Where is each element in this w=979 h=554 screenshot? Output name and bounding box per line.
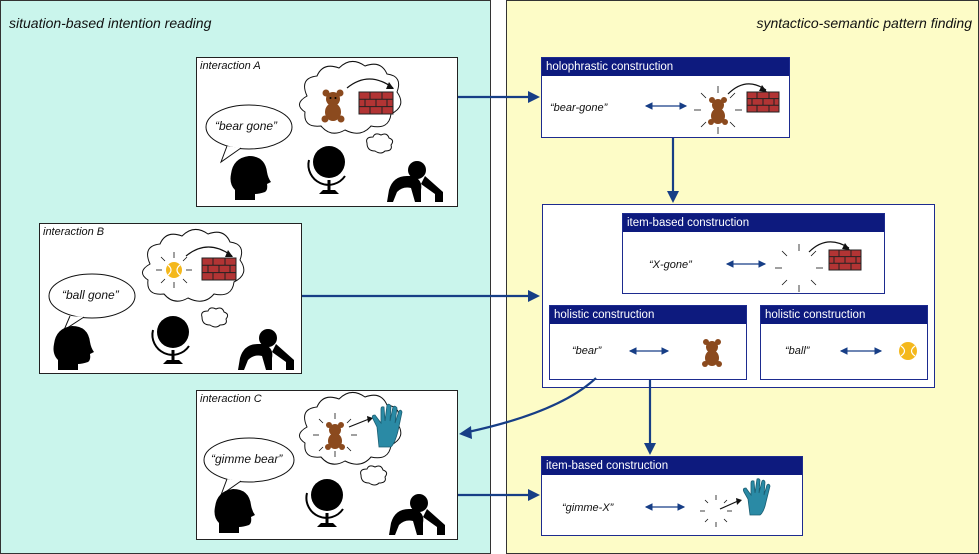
teddy-bear-icon	[708, 97, 728, 125]
teddy-bear-icon	[702, 339, 722, 367]
holistic-ball-box: holistic construction “ball”	[760, 305, 928, 380]
item-based-gone-title: item-based construction	[623, 214, 884, 232]
speech-bubble	[203, 437, 295, 497]
interaction-b-box: interaction B	[39, 223, 302, 374]
adult-head-icon	[53, 326, 94, 370]
radiance-lines	[313, 413, 357, 457]
double-arrow-icon	[628, 347, 670, 355]
radiance-lines	[775, 244, 823, 292]
crawling-baby-icon	[389, 494, 445, 535]
teddy-bear-icon	[321, 89, 345, 123]
holistic-ball-form: “ball”	[785, 345, 810, 357]
radiance-lines	[694, 86, 742, 134]
tennis-ball-icon	[166, 262, 182, 278]
holophrastic-form: “bear-gone”	[550, 102, 608, 114]
item-based-gimme-title: item-based construction	[542, 457, 802, 475]
interaction-a-utterance: “bear gone”	[215, 119, 278, 133]
double-arrow-icon	[839, 347, 883, 355]
thought-cloud	[299, 392, 402, 486]
interaction-c-box: interaction C	[196, 390, 458, 540]
speech-bubble	[48, 273, 136, 332]
holistic-bear-title: holistic construction	[550, 306, 746, 324]
double-arrow-icon	[725, 260, 767, 268]
globe-icon	[305, 479, 344, 527]
interaction-c-label: interaction C	[200, 393, 262, 405]
radiance-lines	[700, 495, 732, 527]
adult-head-icon	[214, 489, 255, 533]
hand-icon	[742, 478, 771, 516]
item-based-gone-box: item-based construction “X-gone”	[622, 213, 885, 294]
interaction-a-label: interaction A	[200, 60, 261, 72]
interaction-b-utterance: “ball gone”	[62, 288, 119, 302]
interaction-a-box: interaction A	[196, 57, 458, 207]
item-based-gimme-form: “gimme-X”	[562, 502, 614, 514]
speech-bubble	[205, 104, 293, 164]
radiance-lines	[156, 252, 192, 288]
interaction-b-label: interaction B	[43, 226, 105, 238]
brick-wall-icon	[828, 249, 862, 271]
brick-wall-icon	[201, 257, 237, 281]
item-based-gone-form: “X-gone”	[649, 259, 692, 271]
holistic-bear-box: holistic construction “bear”	[549, 305, 747, 380]
tennis-ball-icon	[899, 342, 917, 360]
globe-icon	[307, 146, 346, 194]
brick-wall-icon	[746, 91, 780, 113]
interaction-c-utterance: “gimme bear”	[211, 452, 283, 466]
intention-reading-title: situation-based intention reading	[9, 15, 212, 31]
hand-icon	[371, 403, 403, 448]
teddy-bear-icon	[325, 422, 345, 450]
holophrastic-construction-title: holophrastic construction	[542, 58, 789, 76]
double-arrow-icon	[644, 503, 686, 511]
crawling-baby-icon	[387, 161, 443, 202]
adult-head-icon	[230, 156, 271, 200]
holistic-ball-title: holistic construction	[761, 306, 927, 324]
brick-wall-icon	[358, 91, 394, 115]
thought-cloud	[142, 229, 245, 328]
holophrastic-construction-box: holophrastic construction “bear-gone”	[541, 57, 790, 138]
pattern-finding-title: syntactico-semantic pattern finding	[756, 15, 972, 31]
double-arrow-icon	[644, 102, 688, 110]
holistic-bear-form: “bear”	[572, 345, 602, 357]
item-based-gimme-box: item-based construction “gimme-X”	[541, 456, 803, 536]
crawling-baby-icon	[238, 329, 294, 370]
globe-icon	[151, 316, 190, 364]
